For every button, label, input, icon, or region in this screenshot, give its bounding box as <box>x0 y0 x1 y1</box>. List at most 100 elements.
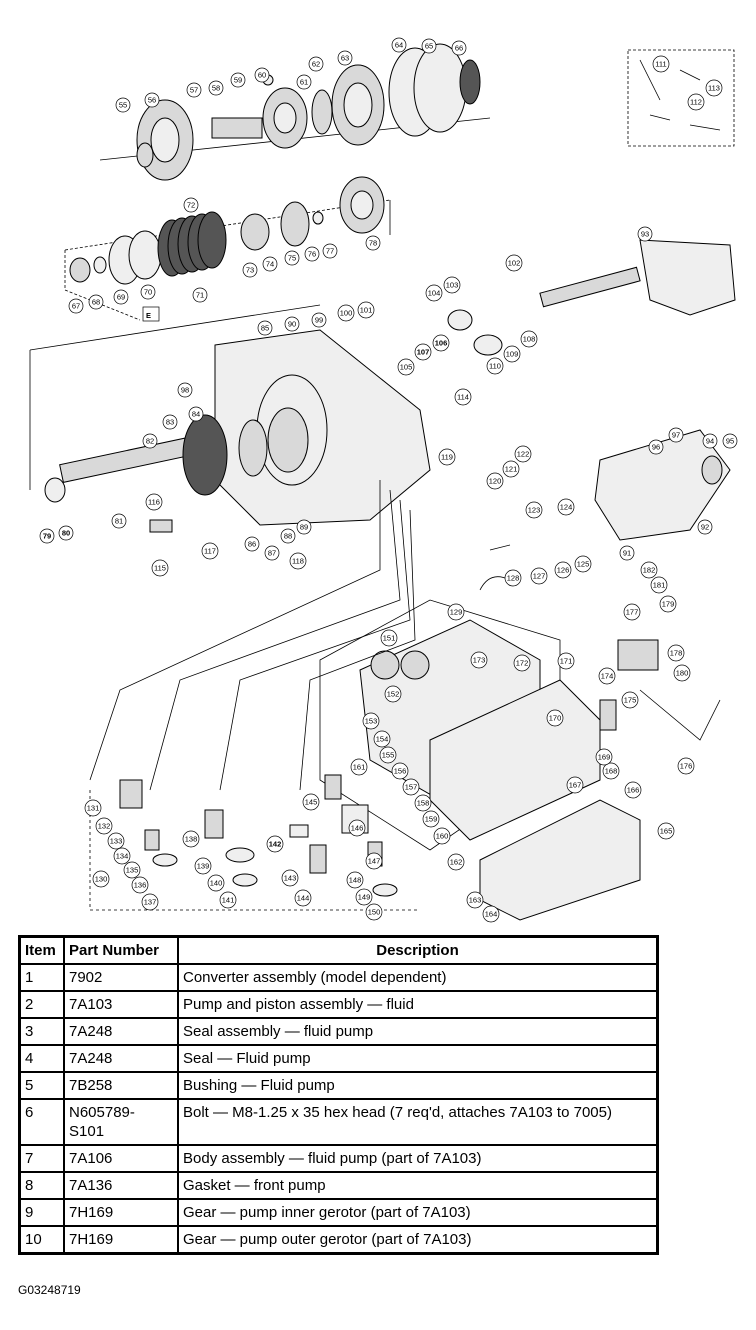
callout-bubble <box>39 528 55 544</box>
callout-bubble <box>162 414 178 430</box>
callout-number: 75 <box>288 254 296 263</box>
callout-77: 77 <box>322 243 338 259</box>
callout-bubble <box>308 56 324 72</box>
callout-number: 179 <box>662 600 675 609</box>
callout-number: 60 <box>258 71 266 80</box>
callout-number: 71 <box>196 291 204 300</box>
callout-105: 105 <box>397 358 415 376</box>
callout-bubble <box>141 893 159 911</box>
callout-number: 156 <box>394 767 407 776</box>
callout-159: 159 <box>422 810 440 828</box>
callout-number: 134 <box>116 852 129 861</box>
part-number-cell: 7H169 <box>63 1225 179 1255</box>
callout-number: 72 <box>187 201 195 210</box>
callout-number: 113 <box>708 84 720 93</box>
callout-bubble <box>188 406 204 422</box>
callout-bubble <box>557 652 575 670</box>
callout-bubble <box>391 762 409 780</box>
callout-79: 79 <box>39 528 55 544</box>
callout-number: 148 <box>349 876 362 885</box>
callout-number: 107 <box>417 348 430 357</box>
callout-bubble <box>123 861 141 879</box>
callout-bubble <box>619 545 635 561</box>
callout-number: 147 <box>368 857 381 866</box>
callout-181: 181 <box>650 576 668 594</box>
callout-65: 65 <box>421 38 437 54</box>
callout-131: 131 <box>84 799 102 817</box>
callout-74: 74 <box>262 256 278 272</box>
callout-bubble <box>207 874 225 892</box>
callout-number: 103 <box>446 281 459 290</box>
callout-number: 153 <box>365 717 378 726</box>
callout-58: 58 <box>208 80 224 96</box>
callout-bubble <box>348 819 366 837</box>
callout-171: 171 <box>557 652 575 670</box>
callout-62: 62 <box>308 56 324 72</box>
callout-87: 87 <box>264 545 280 561</box>
callout-number: 125 <box>577 560 590 569</box>
description-cell: Body assembly — fluid pump (part of 7A10… <box>177 1144 659 1173</box>
callout-number: 128 <box>507 574 520 583</box>
callout-bubble <box>115 97 131 113</box>
callout-number: 96 <box>652 443 660 452</box>
callout-number: 121 <box>505 465 518 474</box>
description-cell: Seal assembly — fluid pump <box>177 1017 659 1046</box>
callout-bubble <box>574 555 592 573</box>
callout-bubble <box>397 358 415 376</box>
callout-bubble <box>668 427 684 443</box>
callout-number: 65 <box>425 42 433 51</box>
callout-number: 127 <box>533 572 546 581</box>
callout-100: 100 <box>337 304 355 322</box>
callout-169: 169 <box>595 748 613 766</box>
callout-bubble <box>192 287 208 303</box>
callout-bubble <box>402 778 420 796</box>
callout-bubble <box>296 519 312 535</box>
callout-number: 177 <box>626 608 639 617</box>
callout-bubble <box>182 830 200 848</box>
callout-bubble <box>365 852 383 870</box>
callout-160: 160 <box>433 827 451 845</box>
callout-73: 73 <box>242 262 258 278</box>
callout-number: 173 <box>473 656 486 665</box>
callout-162: 162 <box>447 853 465 871</box>
callout-number: 126 <box>557 566 570 575</box>
callout-number: 79 <box>43 532 51 541</box>
callout-number: 146 <box>351 824 364 833</box>
callout-bubble <box>454 388 472 406</box>
callout-bubble <box>659 595 677 613</box>
callout-129: 129 <box>447 603 465 621</box>
callout-number: 93 <box>641 230 649 239</box>
callout-146: 146 <box>348 819 366 837</box>
callout-bubble <box>264 545 280 561</box>
callout-bubble <box>355 888 373 906</box>
callout-bubble <box>107 832 125 850</box>
callout-number: 149 <box>358 893 371 902</box>
callout-bubble <box>433 827 451 845</box>
callout-number: 129 <box>450 608 463 617</box>
callout-135: 135 <box>123 861 141 879</box>
callout-number: 124 <box>560 503 573 512</box>
callout-bubble <box>281 869 299 887</box>
callout-number: 171 <box>560 657 573 666</box>
callout-bubble <box>362 712 380 730</box>
callout-number: 64 <box>395 41 403 50</box>
callout-bubble <box>425 284 443 302</box>
callout-bubble <box>705 79 723 97</box>
item-cell: 9 <box>18 1198 65 1227</box>
callout-number: 73 <box>246 266 254 275</box>
header-item: Item <box>18 935 65 965</box>
callout-bubble <box>131 876 149 894</box>
item-cell: 3 <box>18 1017 65 1046</box>
valve-body-assembly <box>319 599 721 921</box>
callout-64: 64 <box>391 37 407 53</box>
callout-number: 169 <box>598 753 611 762</box>
callout-number: 150 <box>368 908 381 917</box>
callout-number: 175 <box>624 696 637 705</box>
callout-bubble <box>554 561 572 579</box>
callout-bubble <box>142 433 158 449</box>
callout-number: 119 <box>441 453 453 462</box>
